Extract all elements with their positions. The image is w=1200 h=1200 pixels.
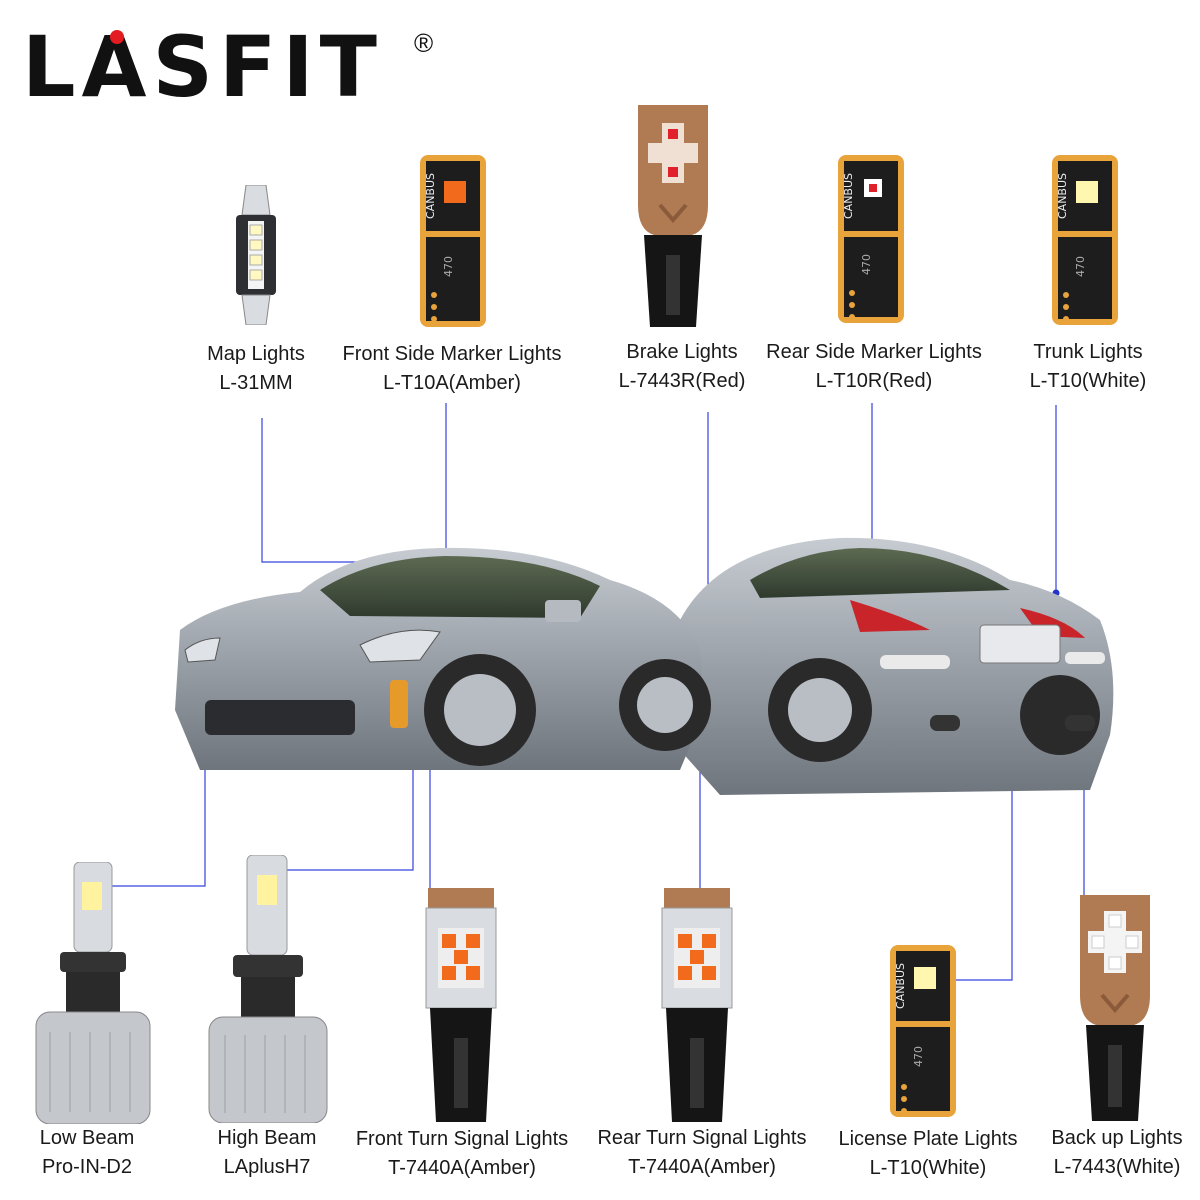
product-name: License Plate Lights [838,1128,1018,1150]
low-beam-bulb [35,862,151,1124]
product-model: L-T10(White) [869,1157,987,1179]
canbus-text: CANBUS [894,963,907,1009]
resistor-text: 470 [442,256,455,277]
brand-name: LASFIT [22,18,383,116]
label-license-plate: License Plate Lights L-T10(White) [830,1125,1026,1183]
product-name: Front Turn Signal Lights [355,1128,569,1150]
product-model: L-T10A(Amber) [383,372,521,394]
product-name: Front Side Marker Lights [342,343,562,365]
high-beam-bulb [208,855,328,1123]
label-map-lights: Map Lights L-31MM [196,340,316,398]
product-model: L-T10R(Red) [815,370,933,392]
label-backup-lights: Back up Lights L-7443(White) [1042,1124,1192,1182]
product-name: Brake Lights [626,341,738,363]
product-name: High Beam [217,1127,317,1149]
rear-turn-signal-bulb [661,888,733,1122]
car-illustration [175,537,1114,795]
product-model: L-31MM [219,372,293,394]
product-model: T-7440A(Amber) [388,1157,536,1179]
canbus-text: CANBUS [424,173,437,219]
product-name: Low Beam [39,1127,135,1149]
product-name: Map Lights [207,343,305,365]
label-high-beam: High Beam LAplusH7 [202,1124,332,1182]
registered-mark: ® [414,28,434,58]
label-brake-lights: Brake Lights L-7443R(Red) [610,338,754,396]
product-model: LAplusH7 [223,1156,311,1178]
brake-light-bulb [638,105,708,327]
product-model: L-7443R(Red) [618,370,746,392]
label-front-side-marker: Front Side Marker Lights L-T10A(Amber) [332,340,572,398]
label-rear-turn-signal: Rear Turn Signal Lights T-7440A(Amber) [588,1124,816,1182]
front-turn-signal-bulb [425,888,497,1122]
front-side-marker-bulb: CANBUS 470 [420,155,486,327]
trunk-light-bulb: CANBUS 470 [1052,155,1118,325]
canbus-text: CANBUS [842,173,855,219]
front-car [175,547,711,770]
brand-logo: LASFIT ® [22,22,442,112]
rear-car [680,537,1114,795]
product-name: Rear Turn Signal Lights [597,1127,807,1149]
label-trunk-lights: Trunk Lights L-T10(White) [1020,338,1156,396]
product-name: Back up Lights [1051,1127,1183,1149]
product-model: L-T10(White) [1029,370,1147,392]
resistor-text: 470 [860,254,873,275]
product-model: Pro-IN-D2 [41,1156,132,1178]
product-name: Trunk Lights [1033,341,1143,363]
label-rear-side-marker: Rear Side Marker Lights L-T10R(Red) [758,338,990,396]
resistor-text: 470 [1074,256,1087,277]
label-front-turn-signal: Front Turn Signal Lights T-7440A(Amber) [344,1125,580,1183]
logo-accent-dot [110,30,124,44]
resistor-text: 470 [912,1046,925,1067]
canbus-text: CANBUS [1056,173,1069,219]
label-low-beam: Low Beam Pro-IN-D2 [24,1124,150,1182]
license-plate-bulb: CANBUS 470 [890,945,956,1117]
product-name: Rear Side Marker Lights [766,341,982,363]
product-model: L-7443(White) [1053,1156,1181,1178]
rear-side-marker-bulb: CANBUS 470 [838,155,904,323]
map-light-bulb [236,185,276,325]
backup-light-bulb [1080,895,1150,1121]
product-model: T-7440A(Amber) [628,1156,776,1178]
